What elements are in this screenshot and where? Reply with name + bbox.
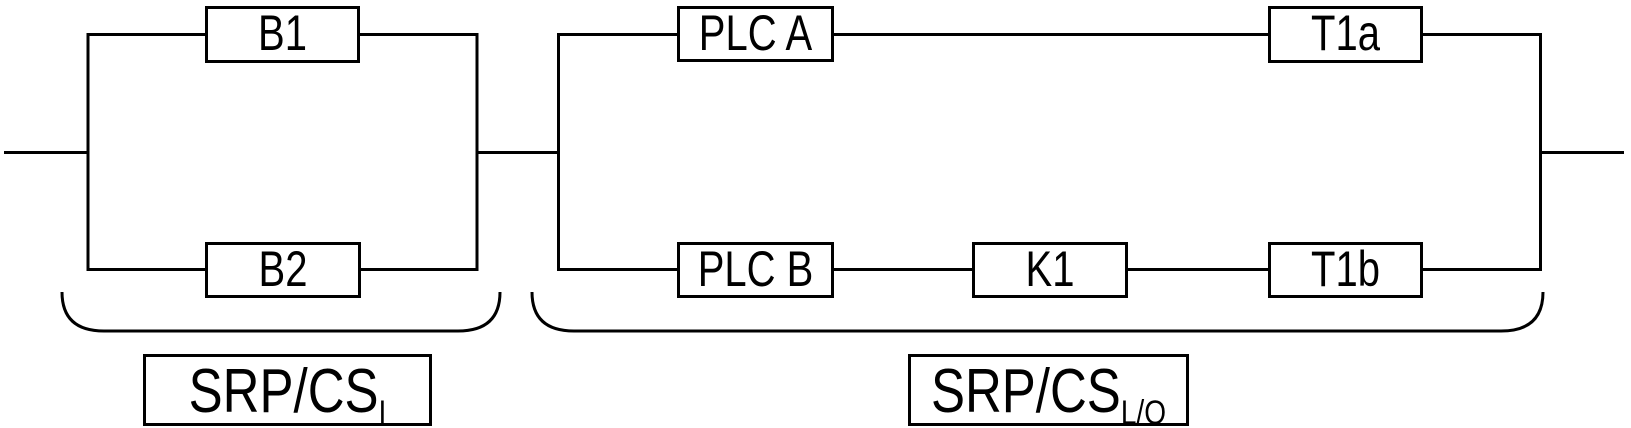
block-plc-b: PLC B xyxy=(677,242,834,298)
block-t1b: T1b xyxy=(1268,242,1423,298)
srpcs-input-main-text: SRP/CS xyxy=(188,355,379,425)
block-t1a-label: T1a xyxy=(1311,6,1380,62)
block-plc-a-label: PLC A xyxy=(698,5,813,61)
block-k1: K1 xyxy=(972,242,1128,298)
srpcs-logic-output-subscript: L/O xyxy=(1120,392,1167,428)
block-b1: B1 xyxy=(205,6,360,63)
block-b1-label: B1 xyxy=(258,6,307,62)
srpcs-logic-output-main-text: SRP/CS xyxy=(930,355,1121,425)
brace-logic-output-section xyxy=(530,291,1545,333)
section-label-srpcs-input: SRP/CSI xyxy=(143,354,432,428)
section-label-srpcs-logic-output: SRP/CSL/O xyxy=(908,354,1189,428)
srpcs-input-subscript: I xyxy=(378,392,387,428)
block-t1a: T1a xyxy=(1268,6,1423,63)
section-label-srpcs-input-text: SRP/CSI xyxy=(188,354,387,428)
block-plc-b-label: PLC B xyxy=(697,241,814,297)
block-k1-label: K1 xyxy=(1025,241,1075,297)
block-b2-label: B2 xyxy=(258,241,308,297)
section-label-srpcs-logic-output-text: SRP/CSL/O xyxy=(930,354,1167,428)
block-b2: B2 xyxy=(205,242,361,298)
block-plc-a: PLC A xyxy=(677,6,834,62)
block-t1b-label: T1b xyxy=(1311,241,1380,297)
brace-input-section xyxy=(60,291,502,333)
